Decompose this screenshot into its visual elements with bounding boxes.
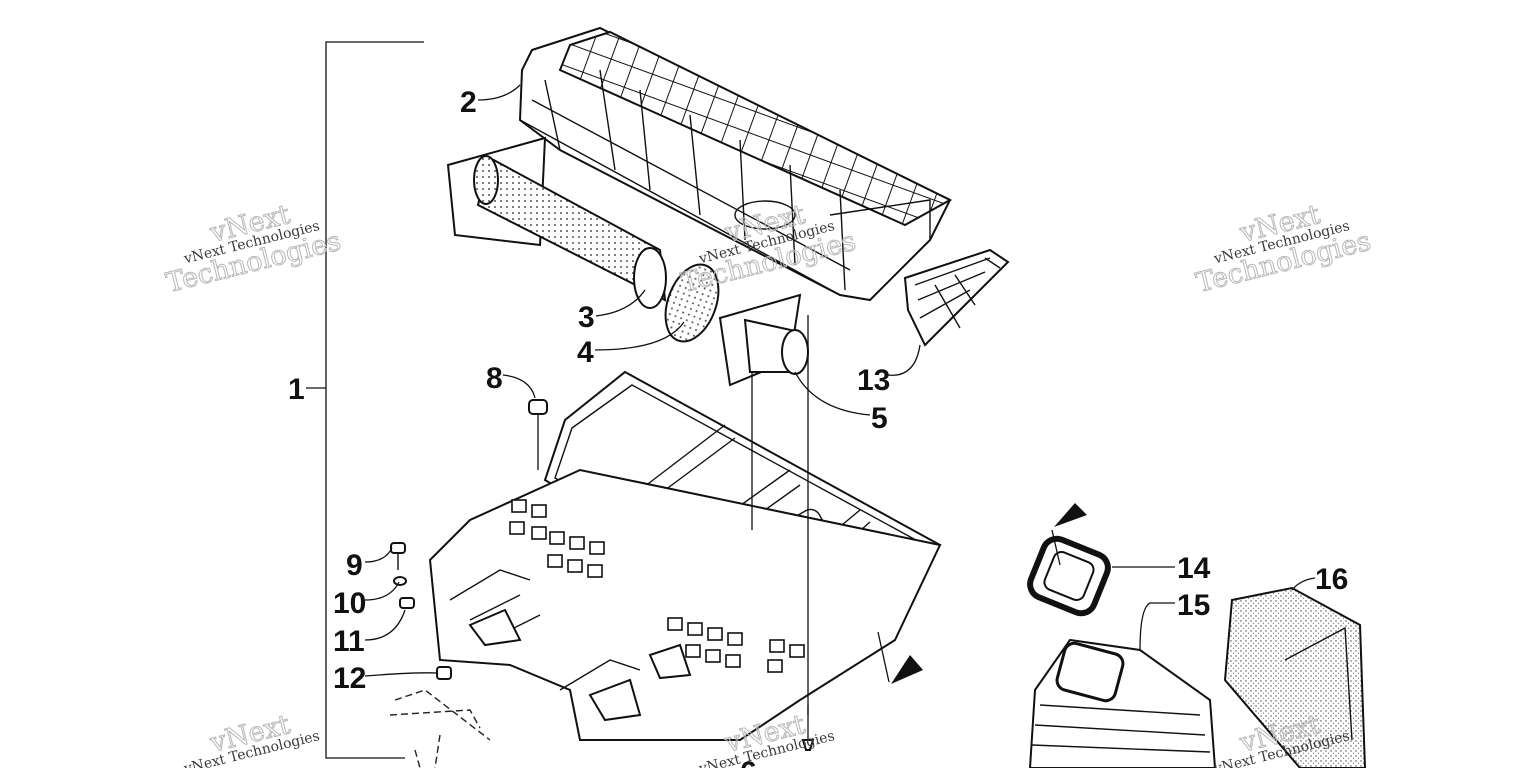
callout-6: 6	[740, 756, 757, 768]
upper-air-box-housing	[518, 26, 953, 302]
callout-16: 16	[1315, 563, 1348, 596]
mounting-knob	[528, 399, 548, 470]
callout-15: 15	[1177, 589, 1210, 622]
intake-screen	[903, 248, 1010, 347]
callout-10: 10	[333, 587, 366, 620]
watermark-left-top: vNext vNext Technologies Technologies	[163, 199, 345, 300]
leader-lines	[364, 84, 1316, 715]
callout-5: 5	[871, 402, 888, 435]
intake-duct	[718, 293, 809, 387]
callout-3: 3	[578, 301, 595, 334]
callout-8: 8	[486, 362, 503, 395]
callout-1: 1	[288, 373, 305, 406]
callout-13: 13	[857, 364, 890, 397]
assembly-bracket	[306, 41, 424, 759]
air-filter-element	[446, 136, 667, 309]
duct-seal-ring	[1027, 535, 1111, 617]
foam-pre-filter	[1223, 586, 1367, 768]
frame-reference	[389, 689, 491, 768]
intake-boot	[1028, 638, 1217, 768]
lower-air-box-tray	[428, 370, 942, 741]
watermark-left-bottom: vNext vNext Technologies	[182, 709, 322, 768]
direction-arrows	[877, 503, 1087, 684]
callout-11: 11	[333, 625, 365, 658]
callout-12: 12	[333, 662, 366, 695]
watermark-right-top: vNext vNext Technologies Technologies	[1193, 199, 1375, 300]
filter-end-cap	[664, 263, 720, 343]
callout-14: 14	[1177, 552, 1211, 585]
hardware-fasteners	[390, 542, 452, 680]
callout-9: 9	[346, 549, 363, 582]
callout-4: 4	[577, 336, 594, 369]
callout-2: 2	[460, 86, 477, 119]
bottom-bolt	[801, 315, 815, 751]
callout-labels: 1 2 3 4 5 6 8 9 10 11 12 13 14 15 16	[288, 86, 1348, 768]
